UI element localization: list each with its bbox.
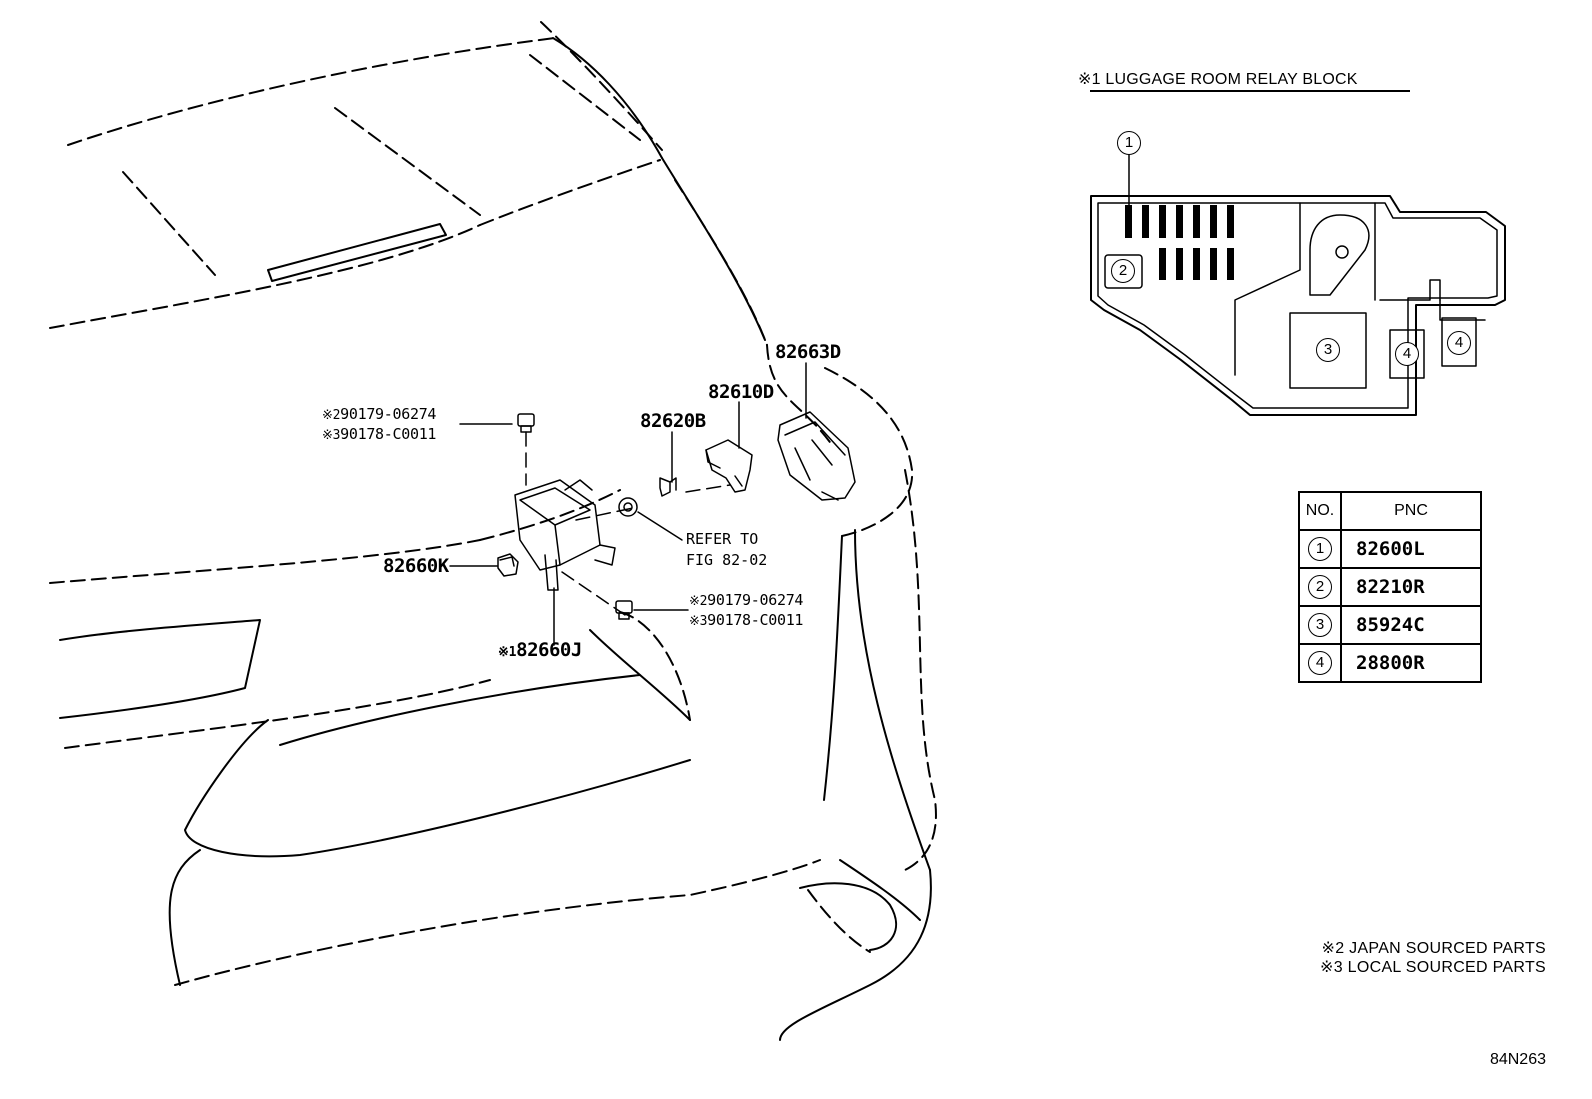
table-row: 3 85924C (1298, 605, 1482, 645)
label-bolt-top-2-number: 90178-C0011 (340, 425, 437, 443)
label-bolt-bottom-1-mark: ※2 (689, 594, 708, 609)
row-pnc: 28800R (1340, 643, 1482, 683)
row-no: 3 (1308, 613, 1332, 637)
label-bolt-bottom-2-number: 90178-C0011 (707, 611, 804, 629)
row-no: 1 (1308, 537, 1332, 561)
callout-2: 2 (1111, 259, 1135, 283)
label-bolt-top-1-number: 90179-06274 (340, 405, 437, 423)
table-row: 2 82210R (1298, 567, 1482, 607)
sensor-82610d-icon (705, 439, 753, 493)
relay-block-detail (1090, 152, 1506, 416)
figure-number: 84N263 (1489, 1051, 1546, 1068)
table-row: 4 28800R (1298, 643, 1482, 683)
callout-4b: 4 (1447, 331, 1471, 355)
connector-82660k-icon (497, 553, 519, 577)
label-bolt-bottom-2: ※390178-C0011 (689, 611, 803, 631)
label-bolt-bottom-1: ※290179-06274 (689, 591, 803, 611)
header-pnc: PNC (1340, 491, 1482, 531)
leader-lines (449, 362, 807, 646)
label-82610d: 82610D (708, 381, 774, 403)
label-82660j-mark: ※1 (498, 645, 517, 660)
bolt-top-icon (517, 413, 535, 433)
bolt-bottom-icon (615, 600, 633, 620)
label-82663d: 82663D (775, 341, 841, 363)
relay-block-title: ※1 LUGGAGE ROOM RELAY BLOCK (1078, 71, 1358, 88)
label-bolt-top-2-mark: ※3 (322, 428, 341, 443)
label-82660j: ※182660J (498, 640, 582, 662)
relay-block-part-icon (514, 479, 616, 591)
callout-4a: 4 (1395, 342, 1419, 366)
label-82620b: 82620B (640, 410, 706, 432)
label-bolt-top-1-mark: ※2 (322, 408, 341, 423)
label-82660k: 82660K (383, 555, 449, 577)
pnc-table-header: NO. PNC (1298, 491, 1482, 531)
label-bolt-bottom-1-number: 90179-06274 (707, 591, 804, 609)
callout-1: 1 (1117, 131, 1141, 155)
label-82660j-number: 82660J (516, 639, 582, 661)
row-pnc: 85924C (1340, 605, 1482, 645)
table-row: 1 82600L (1298, 529, 1482, 569)
vehicle-body-outline (49, 21, 937, 1041)
header-no: NO. (1298, 491, 1342, 531)
refer-line-2: FIG 82-02 (686, 551, 768, 569)
refer-note: REFER TO FIG 82-02 (686, 529, 767, 571)
label-bolt-top-1: ※290179-06274 (322, 405, 436, 425)
label-bolt-bottom-2-mark: ※3 (689, 614, 708, 629)
row-pnc: 82600L (1340, 529, 1482, 569)
relay-slots (1125, 205, 1234, 280)
pnc-table: NO. PNC 1 82600L 2 82210R 3 85924C 4 288… (1298, 491, 1482, 683)
grommet-icon (618, 497, 638, 517)
row-pnc: 82210R (1340, 567, 1482, 607)
refer-line-1: REFER TO (686, 530, 759, 548)
clip-82620b-icon (659, 477, 677, 497)
module-82663d-icon (777, 411, 856, 501)
label-bolt-top-2: ※390178-C0011 (322, 425, 436, 445)
note-japan-sourced: ※2 JAPAN SOURCED PARTS (1321, 940, 1546, 957)
row-no: 2 (1308, 575, 1332, 599)
note-local-sourced: ※3 LOCAL SOURCED PARTS (1320, 959, 1546, 976)
row-no: 4 (1308, 651, 1332, 675)
callout-3: 3 (1316, 338, 1340, 362)
